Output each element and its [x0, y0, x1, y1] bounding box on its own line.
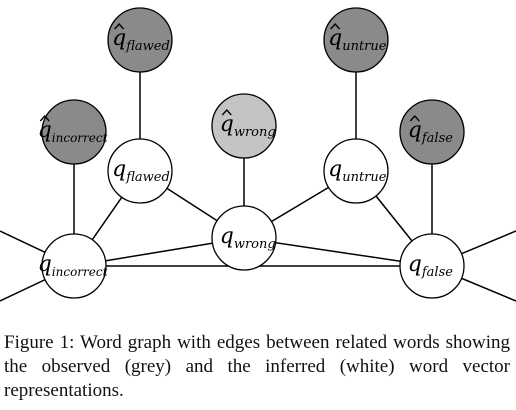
node-label: qwrong	[220, 112, 276, 140]
node-qhat-flawed: qflawed	[107, 7, 173, 73]
node-qhat-incorrect: qincorrect	[38, 99, 108, 165]
node-circle	[211, 93, 277, 159]
figure-caption: Figure 1: Word graph with edges between …	[4, 332, 510, 401]
node-q-untrue: quntrue	[323, 138, 389, 204]
nodes: qflawed quntrue qwrong qincorrect qfalse qfla…	[38, 7, 465, 299]
node-circle	[107, 138, 173, 204]
hat-accent	[221, 108, 232, 116]
node-qhat-false: qfalse	[399, 99, 465, 165]
node-circle	[107, 7, 173, 73]
node-circle	[211, 205, 277, 271]
node-label: qflawed	[112, 26, 170, 54]
node-label: qflawed	[112, 157, 170, 185]
node-circle	[399, 233, 465, 299]
node-q-flawed: qflawed	[107, 138, 173, 204]
node-circle	[41, 233, 107, 299]
node-label: qfalse	[408, 118, 453, 146]
hat-accent	[39, 114, 50, 122]
word-graph-diagram: qflawed quntrue qwrong qincorrect qfalse qfla…	[0, 7, 516, 302]
node-q-wrong: qwrong	[211, 205, 277, 271]
node-q-incorrect: qincorrect	[38, 233, 108, 299]
node-qhat-untrue: quntrue	[323, 7, 389, 73]
node-label: qincorrect	[38, 252, 108, 279]
node-circle	[323, 7, 389, 73]
node-label: qwrong	[220, 224, 276, 252]
node-circle	[399, 99, 465, 165]
hat-accent	[409, 114, 420, 122]
node-circle	[41, 99, 107, 165]
node-label: qfalse	[408, 252, 453, 280]
hat-accent	[114, 22, 125, 30]
hat-accent	[330, 22, 341, 30]
node-label: qincorrect	[38, 118, 108, 145]
node-circle	[323, 138, 389, 204]
node-qhat-wrong: qwrong	[211, 93, 277, 159]
node-label: quntrue	[328, 26, 387, 54]
node-label: quntrue	[328, 157, 387, 185]
node-q-false: qfalse	[399, 233, 465, 299]
